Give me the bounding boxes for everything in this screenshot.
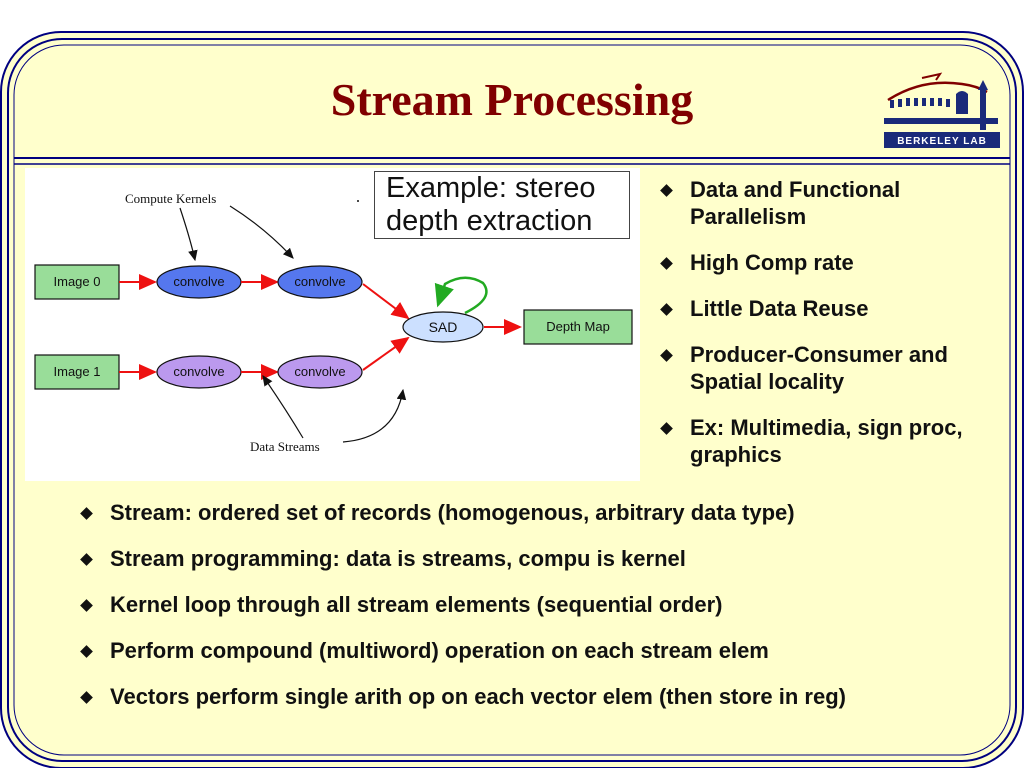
diamond-bullet-icon	[660, 303, 673, 316]
berkeley-lab-logo: BERKELEY LAB	[882, 70, 1002, 152]
compute-kernels-arrow-1	[179, 207, 198, 262]
data-streams-arrow-1	[262, 375, 304, 439]
diamond-bullet-icon	[660, 422, 673, 435]
svg-text:Depth Map: Depth Map	[546, 319, 610, 334]
svg-text:Image 0: Image 0	[54, 274, 101, 289]
depth-map-node: Depth Map	[523, 309, 633, 345]
compute-kernels-label: Compute Kernels	[125, 191, 216, 206]
list-item: Stream: ordered set of records (homogeno…	[80, 499, 1012, 526]
list-item: High Comp rate	[660, 249, 1017, 276]
convolve-bottom-1-node: convolve	[156, 355, 242, 389]
list-item: Perform compound (multiword) operation o…	[80, 637, 1012, 664]
diamond-bullet-icon	[660, 349, 673, 362]
list-item: Producer-Consumer and Spatial locality	[660, 341, 1017, 395]
data-streams-arrow-2	[342, 388, 407, 443]
example-caption: Example: stereo depth extraction	[374, 171, 630, 239]
logo-text: BERKELEY LAB	[897, 136, 987, 147]
list-item: Data and Functional Parallelism	[660, 176, 1017, 230]
image-1-node: Image 1	[34, 354, 120, 390]
svg-text:convolve: convolve	[294, 274, 345, 289]
svg-text:convolve: convolve	[294, 364, 345, 379]
feedback-arrow	[434, 276, 488, 315]
diamond-bullet-icon	[80, 645, 93, 658]
convolve-top-1-node: convolve	[156, 265, 242, 299]
svg-text:Image 1: Image 1	[54, 364, 101, 379]
diamond-bullet-icon	[80, 599, 93, 612]
list-item: Stream programming: data is streams, com…	[80, 545, 1012, 572]
stream-arrow	[362, 283, 410, 320]
list-item: Kernel loop through all stream elements …	[80, 591, 1012, 618]
svg-text:convolve: convolve	[173, 364, 224, 379]
svg-text:SAD: SAD	[429, 319, 458, 335]
compute-kernels-arrow-2	[229, 205, 294, 259]
diamond-bullet-icon	[660, 184, 673, 197]
diamond-bullet-icon	[80, 507, 93, 520]
convolve-top-2-node: convolve	[277, 265, 363, 299]
example-caption-line-2: depth extraction	[386, 205, 593, 237]
bottom-bullet-list: Stream: ordered set of records (homogeno…	[80, 499, 1012, 729]
sad-node: SAD	[402, 311, 484, 343]
svg-text:convolve: convolve	[173, 274, 224, 289]
example-caption-line-1: Example: stereo	[386, 172, 596, 204]
stream-arrow	[362, 336, 410, 371]
list-item: Ex: Multimedia, sign proc, graphics	[660, 414, 1017, 468]
diamond-bullet-icon	[80, 553, 93, 566]
convolve-bottom-2-node: convolve	[277, 355, 363, 389]
diamond-bullet-icon	[80, 691, 93, 704]
diamond-bullet-icon	[660, 257, 673, 270]
image-0-node: Image 0	[34, 264, 120, 300]
right-bullet-list: Data and Functional Parallelism High Com…	[660, 176, 1017, 487]
list-item: Vectors perform single arith op on each …	[80, 683, 1012, 710]
list-item: Little Data Reuse	[660, 295, 1017, 322]
data-streams-label: Data Streams	[250, 439, 320, 454]
slide-title: Stream Processing	[330, 74, 694, 125]
